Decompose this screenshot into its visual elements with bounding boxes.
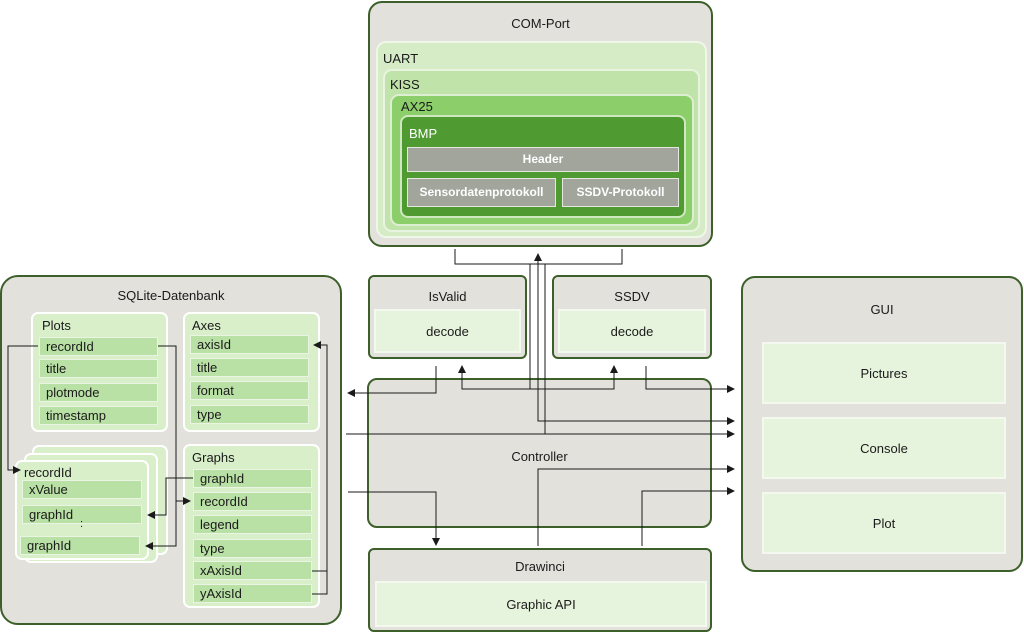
plots-field-recordid: recordId [39, 337, 158, 356]
plots-field-timestamp: timestamp [39, 406, 158, 425]
uart-label: UART [383, 51, 419, 66]
plots-field-plotmode: plotmode [39, 383, 158, 402]
ssdv-decode[interactable]: decode [558, 309, 706, 353]
isvalid-title: IsValid [428, 289, 467, 304]
graphs-field-xaxisid: xAxisId [193, 561, 312, 580]
graphs-field-yaxisid: yAxisId [193, 584, 312, 603]
gui-pictures-label: Pictures [860, 366, 908, 381]
isvalid-decode-label: decode [426, 324, 469, 339]
ssdv-protokoll-block: SSDV-Protokoll [562, 178, 679, 207]
records-field-graphid-n: graphId [20, 536, 140, 555]
isvalid-box: IsValid decode [368, 275, 527, 359]
gui-title: GUI [870, 302, 894, 317]
ax25-label: AX25 [401, 99, 433, 114]
drawinci-title: Drawinci [515, 559, 565, 574]
bmp-label: BMP [409, 126, 438, 141]
graphs-field-legend: legend [193, 515, 312, 534]
sensordaten-block: Sensordatenprotokoll [407, 178, 556, 207]
graphs-field-recordid: recordId [193, 492, 312, 511]
ssdv-decode-label: decode [610, 324, 654, 339]
axes-field-type: type [190, 405, 309, 424]
graphs-field-graphid: graphId [193, 469, 312, 488]
graphic-api-block[interactable]: Graphic API [375, 581, 707, 627]
sqlite-title: SQLite-Datenbank [117, 288, 225, 303]
kiss-label: KISS [390, 77, 420, 92]
controller-title: Controller [511, 449, 568, 464]
gui-box: GUI Pictures Console Plot [741, 276, 1023, 572]
graphs-title: Graphs [192, 450, 235, 465]
drawinci-box: Drawinci Graphic API [368, 548, 712, 632]
plots-field-title: title [39, 359, 158, 378]
gui-plot-label: Plot [872, 516, 896, 531]
header-block: Header [407, 147, 679, 172]
axes-field-axisid: axisId [190, 335, 309, 354]
com-port-title: COM-Port [511, 16, 570, 31]
axes-field-title: title [190, 358, 309, 377]
plots-title: Plots [42, 318, 71, 333]
gui-plot[interactable]: Plot [762, 492, 1006, 554]
records-recordid-label: recordId [24, 465, 72, 480]
axes-field-format: format [190, 381, 309, 400]
isvalid-decode[interactable]: decode [374, 309, 521, 353]
gui-pictures[interactable]: Pictures [762, 342, 1006, 404]
graphs-field-type: type [193, 539, 312, 558]
gui-console[interactable]: Console [762, 417, 1006, 479]
controller-box: Controller [367, 378, 712, 528]
records-ellipsis: : [80, 518, 84, 530]
records-field-graphid-1: graphId [22, 505, 142, 524]
graphic-api-label: Graphic API [506, 597, 576, 612]
gui-console-label: Console [860, 441, 908, 456]
ssdv-box: SSDV decode [552, 275, 712, 359]
records-field-xvalue: xValue [22, 480, 142, 499]
axes-title: Axes [192, 318, 221, 333]
ssdv-title: SSDV [614, 289, 650, 304]
